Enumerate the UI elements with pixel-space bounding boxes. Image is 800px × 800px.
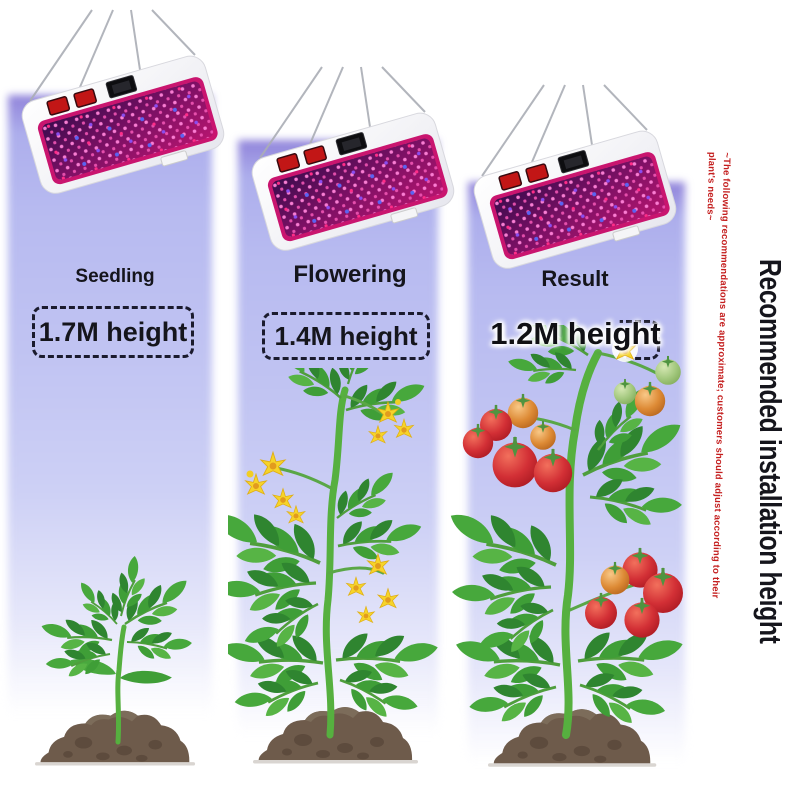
fruiting-plant-illustration bbox=[448, 325, 698, 767]
height-label: 1.4M height bbox=[274, 320, 418, 351]
grow-light-lamp-icon bbox=[247, 66, 460, 258]
height-recommendation-badge: 1.4M height bbox=[262, 312, 430, 360]
height-recommendation-badge-partial bbox=[619, 320, 660, 360]
height-label: 1.2M height bbox=[490, 316, 661, 351]
stage-label-result: Result bbox=[541, 266, 609, 291]
stage-label-flowering: Flowering bbox=[293, 261, 407, 288]
disclaimer-note: ~The following recommendations are appro… bbox=[704, 151, 733, 599]
flowering-plant-illustration bbox=[228, 368, 463, 764]
stage-label-seedling: Seedling bbox=[75, 266, 155, 287]
seedling-plant-illustration bbox=[35, 552, 210, 766]
grow-light-lamp-icon bbox=[469, 84, 682, 276]
light-beam-seedling bbox=[8, 95, 212, 735]
height-recommendation-badge: 1.7M height bbox=[32, 306, 194, 358]
grow-light-lamp-icon bbox=[17, 9, 230, 201]
vertical-title: Recommended installation height bbox=[753, 259, 788, 644]
height-label: 1.7M height bbox=[38, 316, 188, 347]
